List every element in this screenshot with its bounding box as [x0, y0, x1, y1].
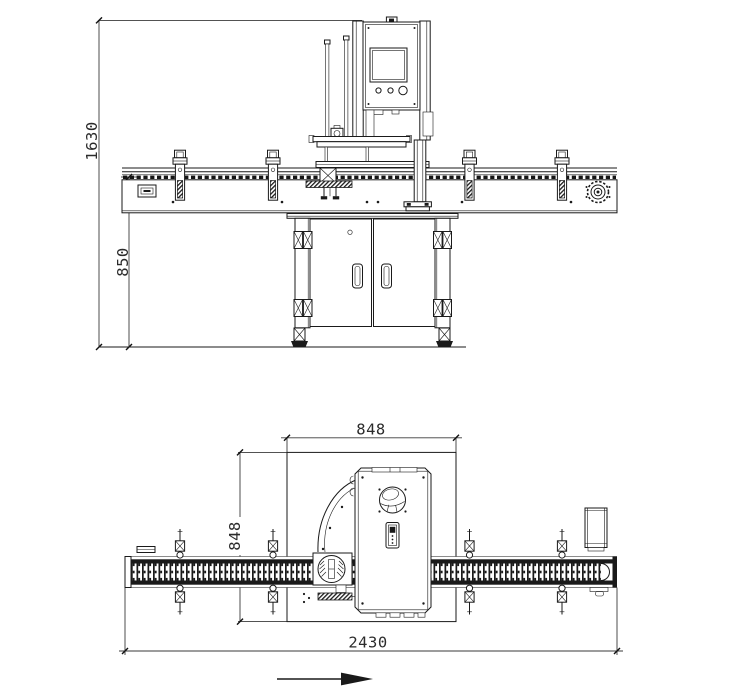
conveyor-front [121, 149, 618, 214]
panel-button-1[interactable] [375, 87, 382, 94]
control-panel-box [362, 21, 421, 111]
door-vent-hole [347, 229, 353, 235]
sprocket-arc [600, 563, 610, 581]
flow-direction-arrow [277, 672, 373, 686]
cabinet [286, 213, 459, 347]
star-wheel-assembly [302, 479, 358, 604]
left-door-handle [352, 263, 363, 289]
head-plate-lower [316, 141, 407, 148]
pneumatic-block [317, 592, 353, 601]
guide-arc-inner [324, 486, 358, 553]
cabinet-foot-right [435, 327, 454, 347]
guide-rod-left [325, 43, 330, 138]
hmi-screen[interactable] [369, 47, 408, 83]
rail-clamp-3 [462, 149, 477, 201]
guide-rod-right [344, 39, 349, 138]
conveyor-end-right [612, 556, 617, 588]
hinge-bottom-right [433, 299, 452, 317]
dim-footprint-width-label: 848 [356, 421, 386, 439]
dimension-footprint-width: 848 [281, 421, 462, 452]
drive-bracket [589, 587, 609, 592]
rail-clamp-4 [554, 149, 570, 201]
cabinet-right-door [373, 218, 436, 327]
body-outline [354, 467, 432, 614]
conveyor-end-left [124, 556, 132, 588]
dim-overall-length-label: 2430 [348, 634, 387, 652]
hinge-top-left [293, 231, 313, 249]
capping-head-top [378, 486, 407, 514]
right-door-handle [381, 263, 392, 289]
dim-footprint-depth-label: 848 [226, 521, 244, 551]
cabinet-foot-left [290, 327, 309, 347]
gripper-block [305, 180, 353, 188]
rail-clamp-2 [265, 149, 281, 201]
cabinet-left-door [309, 218, 372, 327]
panel-knob[interactable] [398, 85, 408, 96]
conveyor-drive-motor [585, 180, 611, 204]
head-plate-upper [312, 136, 411, 143]
star-wheel [317, 555, 346, 583]
dimension-footprint-depth: 848 [226, 448, 287, 626]
dimension-overall-length: 2430 [119, 587, 623, 655]
panel-button-2[interactable] [387, 87, 394, 94]
conveyor-side-panel [121, 179, 618, 214]
machine-body-top [349, 467, 432, 618]
connector-slot [385, 522, 400, 549]
capping-head-front [305, 16, 434, 212]
arrow-head [341, 672, 373, 686]
dimension-overall-height: 1630 [83, 16, 362, 351]
dim-conveyor-height-label: 850 [114, 247, 132, 277]
front-view: 1630 850 [83, 16, 618, 351]
center-post [365, 109, 375, 137]
rail-clamp-1 [172, 149, 188, 201]
main-column [413, 139, 427, 203]
top-view: 848 848 [119, 421, 623, 686]
guide-arc-outer [317, 479, 358, 553]
hinge-top-right [433, 231, 452, 249]
dim-overall-height-label: 1630 [83, 121, 101, 160]
machine-footprint-outline [286, 451, 457, 623]
body-top-tab [371, 467, 418, 473]
left-column [352, 20, 364, 141]
drive-motor-top [584, 507, 608, 552]
hinge-bottom-left [293, 299, 313, 317]
column-bracket [422, 111, 434, 137]
